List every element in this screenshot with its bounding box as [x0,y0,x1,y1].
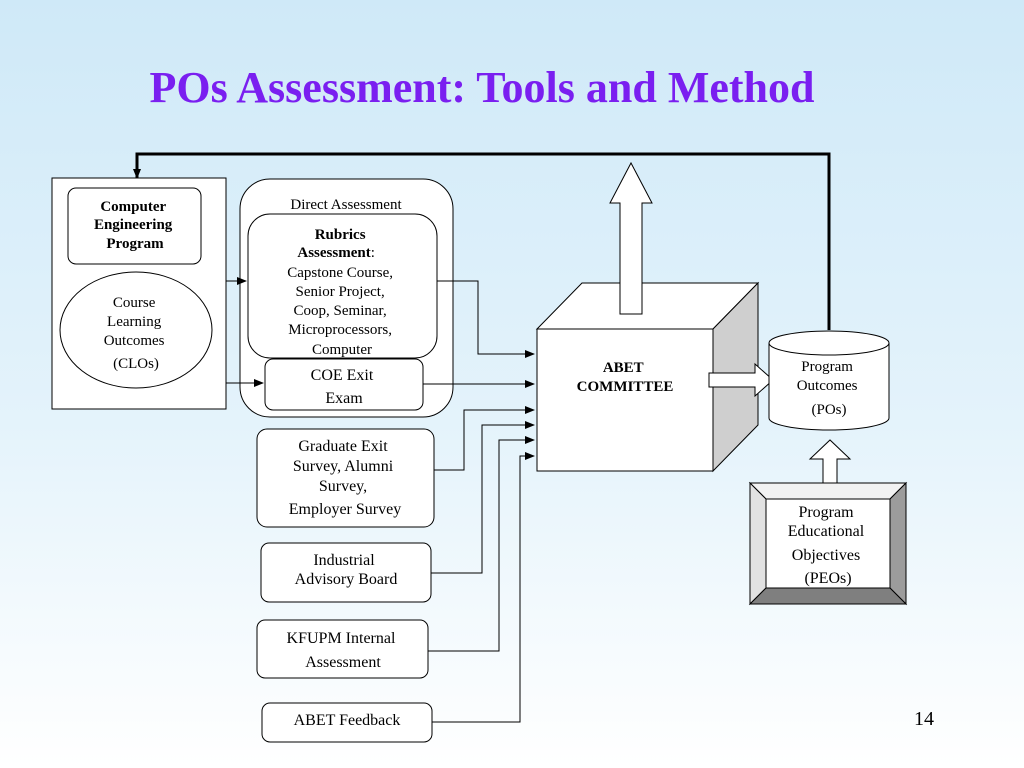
peos-box [765,498,891,589]
clo-line: Outcomes [104,333,165,349]
svg-text:COE Exit Exam: COE Exit Exam [311,367,378,407]
iab-line: Industrial [313,552,375,569]
survey-box [256,428,435,528]
clo-line: (CLOs) [113,356,159,372]
arrow-rubrics-to-committee [437,280,535,358]
svg-text:ABET COMMITTEE: ABET COMMITTEE [577,360,674,395]
svg-text:KFUPM Internal Assessment: KFUPM Internal Assessment [287,630,400,671]
committee-line: COMMITTEE [577,379,674,395]
peos-bevel-bottom [748,587,908,605]
pos-line: Outcomes [797,378,858,394]
svg-text:Computer Engineering P: Computer Engineering Program [94,199,176,252]
rubrics-item: Microprocessors, [288,322,392,338]
rubrics-item: Senior Project, [296,284,385,300]
coe-exit-line: COE Exit [311,367,374,384]
peos-bevel-right [889,481,907,606]
rubrics-box [247,213,438,359]
peos-line: (PEOs) [804,570,851,587]
svg-text:Rubrics Assessment: Ca: Rubrics Assessment: Capstone Course, Sen… [287,227,397,358]
peos-bevel-top [748,482,908,500]
svg-text:Course Learning Outcom: Course Learning Outcomes (CLOs) [104,295,169,372]
arrow-abet-feedback-to-committee [432,452,535,723]
feedback-loop-arrow [133,152,831,330]
abet-feedback-label: ABET Feedback [294,712,401,729]
svg-text:Program Educational Ob: Program Educational Objectives (PEOs) [788,504,868,587]
svg-text:Industrial Advisory Board: Industrial Advisory Board [295,552,398,588]
rubrics-heading: Rubrics [315,227,366,243]
committee-cube-front [536,328,714,472]
industrial-advisory-board-box [260,542,432,603]
rubrics-item: Capstone Course, [287,265,393,281]
committee-to-pos-arrow [708,362,774,398]
rubrics-heading: Assessment [297,245,370,261]
program-name-box [67,187,202,265]
coe-exit-line: Exam [325,390,363,407]
rubrics-item: Coop, Seminar, [294,303,387,319]
arrow-iab-to-committee [431,421,535,574]
committee-output-up-arrow [609,161,653,315]
peos-bevel-left [749,481,767,606]
program-name-line: Program [106,236,164,252]
pos-line: Program [801,359,853,375]
survey-line: Graduate Exit [298,438,388,455]
program-name-line: Engineering [94,217,173,233]
direct-assessment-label: Direct Assessment [290,197,402,213]
program-outcomes-cylinder-top [768,330,890,356]
iab-line: Advisory Board [295,571,398,588]
svg-text:Graduate Exit Survey, Alum: Graduate Exit Survey, Alumni Survey, Emp… [289,438,401,518]
peos-line: Educational [788,523,865,540]
kfupm-line: Assessment [305,654,381,671]
clo-ellipse [59,271,213,389]
page-number: 14 [914,708,934,730]
svg-text:Program Outcomes (POs): Program Outcomes (POs) [797,359,862,418]
survey-line: Survey, Alumni [293,458,394,475]
abet-feedback-box [261,702,433,743]
arrow-kfupm-to-committee [428,436,535,652]
slide-title: POs Assessment: Tools and Method [149,63,815,112]
committee-line: ABET [603,360,644,376]
survey-line: Survey, [319,478,367,495]
kfupm-line: KFUPM Internal [287,630,396,647]
program-name-line: Computer [100,199,166,215]
pos-line: (POs) [811,402,846,418]
program-outcomes-cylinder [768,343,890,431]
peos-line: Objectives [792,547,860,564]
kfupm-internal-assessment-box [256,619,429,679]
clo-line: Learning [107,314,162,330]
clo-line: Course [113,295,156,311]
survey-line: Employer Survey [289,501,401,518]
rubrics-item: Computer [312,342,372,358]
peos-line: Program [798,504,854,521]
rubrics-colon: : [371,245,375,261]
arrow-survey-to-committee [434,406,535,471]
